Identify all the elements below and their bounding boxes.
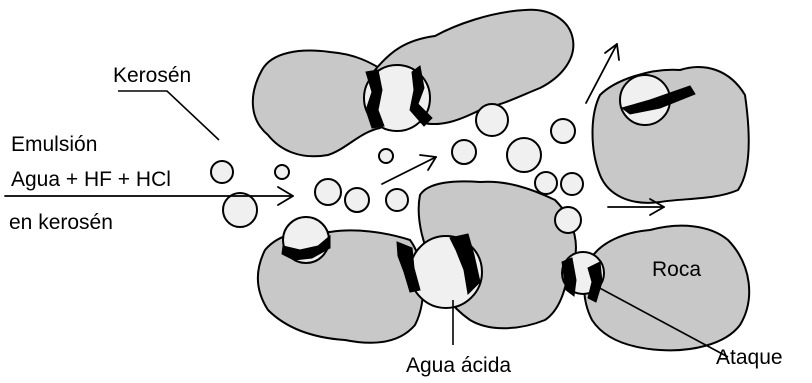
label-emulsion-carrier: en kerosén	[9, 211, 113, 234]
label-agua-acida: Agua ácida	[406, 354, 511, 377]
droplet-free	[507, 138, 541, 172]
label-ataque: Ataque	[716, 346, 783, 369]
droplet-free	[275, 165, 289, 179]
droplet-free	[223, 193, 257, 227]
droplet-upper-center-small	[476, 104, 508, 136]
label-roca: Roca	[652, 258, 701, 281]
label-kerosen: Kerosén	[113, 64, 191, 87]
rock-lower-right	[584, 226, 749, 351]
rock-upper-right	[593, 67, 749, 203]
droplet-free	[315, 179, 341, 205]
droplet-free	[555, 207, 581, 233]
droplet-free	[211, 161, 233, 183]
droplet-free	[561, 173, 583, 195]
droplet-free	[452, 140, 476, 164]
droplet-free	[345, 188, 369, 212]
droplet-free	[386, 189, 408, 211]
droplet-free	[379, 149, 393, 163]
leader-kerosen	[118, 91, 219, 140]
label-emulsion: Emulsión	[11, 133, 97, 156]
droplet-free	[551, 119, 575, 143]
label-emulsion-composition: Agua + HF + HCl	[11, 168, 171, 191]
droplet-free	[535, 172, 557, 194]
